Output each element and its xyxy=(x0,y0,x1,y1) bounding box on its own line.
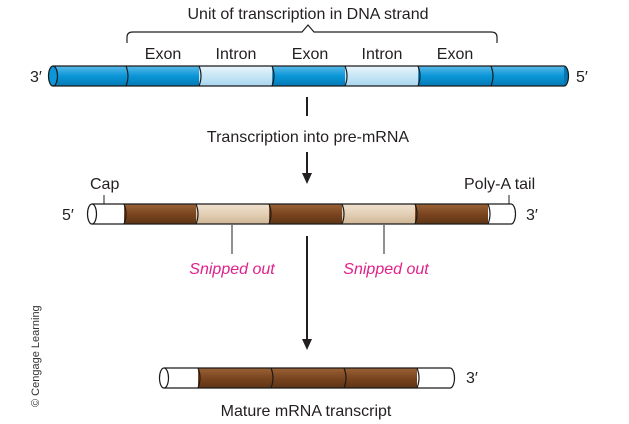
arrow-head-1 xyxy=(302,173,312,184)
cap-label: Cap xyxy=(90,176,119,193)
pre-mrna-exon-2 xyxy=(269,204,342,224)
mature-exon-3 xyxy=(344,368,417,388)
dna-segment-label: Exon xyxy=(145,46,181,63)
dna-segment-label: Exon xyxy=(437,46,473,63)
snipped-out-label-1: Snipped out xyxy=(189,261,275,278)
dna-flank-right xyxy=(491,66,564,86)
dna-intron-2 xyxy=(345,66,418,86)
dna-intron-1 xyxy=(199,66,272,86)
pre-mrna-intron-1 xyxy=(196,204,269,224)
dna-exon-3 xyxy=(418,66,491,86)
pre-mrna-exon-3 xyxy=(415,204,488,224)
dna-segment-label: Intron xyxy=(362,46,403,63)
credit-text: © Cengage Learning xyxy=(30,305,42,407)
mature-exon-2 xyxy=(271,368,344,388)
mature-end-right: 3′ xyxy=(466,370,478,387)
mature-cap xyxy=(164,368,198,388)
pre-mrna-exon-1 xyxy=(124,204,196,224)
dna-segment-labels: Exon Intron Exon Intron Exon xyxy=(145,46,473,63)
dna-flank-left xyxy=(53,66,126,86)
mature-mrna-strand xyxy=(158,367,456,389)
mature-exon-1 xyxy=(198,368,271,388)
pre-mrna-end-right: 3′ xyxy=(526,207,538,224)
pre-mrna-intron-2 xyxy=(342,204,415,224)
dna-end-right: 5′ xyxy=(576,69,588,86)
dna-segment-label: Exon xyxy=(292,46,328,63)
step-transcription-label: Transcription into pre-mRNA xyxy=(207,129,409,146)
dna-title: Unit of transcription in DNA strand xyxy=(188,6,429,23)
pre-mrna-end-left: 5′ xyxy=(62,207,74,224)
transcription-unit-bracket xyxy=(126,24,498,43)
dna-exon-2 xyxy=(272,66,345,86)
dna-segment-label: Intron xyxy=(216,46,257,63)
dna-strand xyxy=(47,65,570,87)
dna-end-left: 3′ xyxy=(30,69,42,86)
dna-exon-1 xyxy=(126,66,199,86)
pre-mrna-poly-a xyxy=(488,204,511,224)
mature-poly-a xyxy=(417,368,450,388)
poly-a-tail-label: Poly-A tail xyxy=(464,176,535,193)
snipped-out-label-2: Snipped out xyxy=(343,261,429,278)
mature-mrna-label: Mature mRNA transcript xyxy=(221,403,392,420)
arrow-head-2 xyxy=(302,339,312,350)
pre-mrna-strand xyxy=(86,203,517,225)
pre-mrna-cap xyxy=(92,204,124,224)
